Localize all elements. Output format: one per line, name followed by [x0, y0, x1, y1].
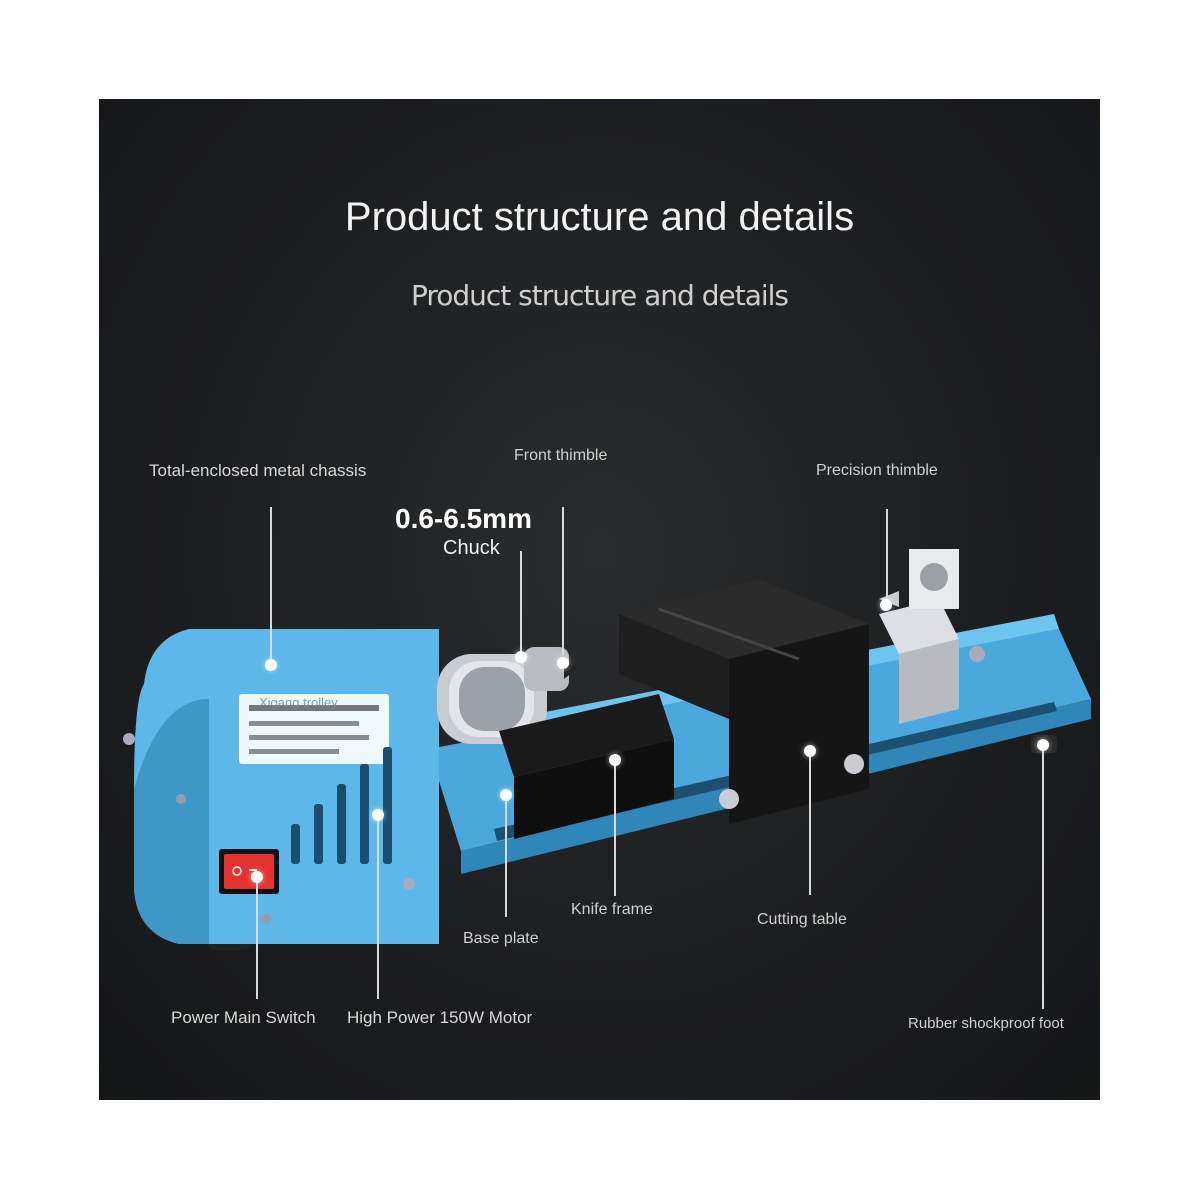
leader-line-rubber-foot — [1042, 745, 1044, 1009]
callout-dot-motor — [372, 809, 384, 821]
label-chassis: Total-enclosed metal chassis — [149, 461, 367, 480]
callout-dot-power-switch — [251, 871, 263, 883]
label-precision-thimble: Precision thimble — [816, 462, 938, 479]
leader-line-motor — [377, 815, 379, 999]
watermark-text: Xigang trolley — [259, 695, 338, 710]
label-rubber-foot: Rubber shockproof foot — [908, 1015, 1064, 1032]
leader-line-precision-thimble — [886, 509, 888, 601]
callout-dot-chuck — [515, 651, 527, 663]
power-switch-shape — [219, 849, 279, 894]
leader-line-chuck — [520, 551, 522, 655]
mini-lathe-illustration — [123, 549, 1091, 950]
leader-line-power-switch — [256, 879, 258, 999]
callout-dot-base-plate — [500, 789, 512, 801]
product-detail-panel: Product structure and details Product st… — [99, 99, 1100, 1100]
leader-line-base-plate — [505, 795, 507, 917]
label-motor: High Power 150W Motor — [347, 1008, 533, 1027]
leader-line-cutting-table — [809, 751, 811, 895]
callout-dot-precision-thimble — [880, 599, 892, 611]
label-chuck-size: 0.6-6.5mm — [395, 503, 532, 534]
label-base-plate: Base plate — [463, 930, 539, 947]
callout-dot-rubber-foot — [1037, 739, 1049, 751]
cutting-table-shape — [619, 579, 869, 824]
callout-dot-cutting-table — [804, 745, 816, 757]
label-power-switch: Power Main Switch — [171, 1008, 316, 1027]
label-chuck: Chuck — [443, 537, 500, 559]
motor-housing-shape — [123, 629, 439, 944]
label-knife-frame: Knife frame — [571, 901, 653, 918]
callout-dot-knife-frame — [609, 754, 621, 766]
page-subtitle: Product structure and details — [410, 279, 789, 312]
leader-line-knife-frame — [614, 760, 616, 896]
label-front-thimble: Front thimble — [514, 447, 608, 464]
page-title: Product structure and details — [344, 195, 855, 239]
callout-dot-front-thimble — [557, 657, 569, 669]
tailstock-shape — [879, 549, 985, 724]
knife-frame-shape — [499, 694, 674, 839]
leader-line-chassis — [270, 507, 272, 659]
leader-line-front-thimble — [562, 507, 564, 655]
label-cutting-table: Cutting table — [757, 911, 847, 928]
callout-dot-chassis — [265, 659, 277, 671]
